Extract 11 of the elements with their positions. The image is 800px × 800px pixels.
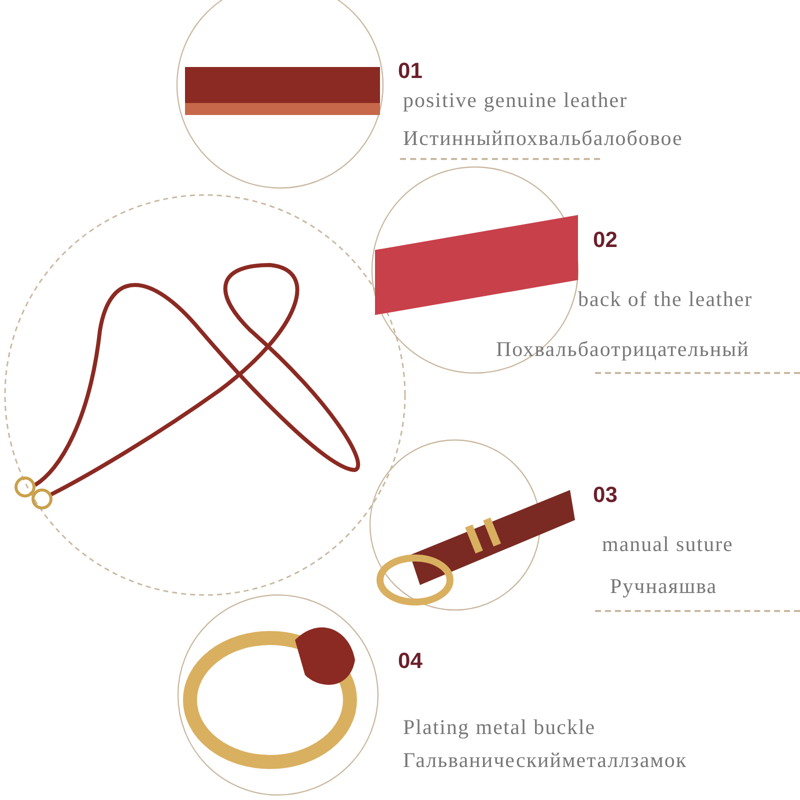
feature-caption: Ручнаяшва bbox=[610, 574, 718, 599]
feature-caption: manual suture bbox=[602, 532, 734, 557]
feature-caption: positive genuine leather bbox=[403, 88, 628, 113]
feature-caption: Гальваническийметаллзамок bbox=[403, 748, 688, 773]
feature-caption: Plating metal buckle bbox=[403, 715, 596, 740]
feature-caption: Истинныйпохвальбалобовое bbox=[403, 126, 683, 151]
callout-number: 02 bbox=[593, 227, 618, 253]
callout-number: 04 bbox=[398, 648, 422, 674]
callout-number: 03 bbox=[593, 482, 618, 508]
callout-number: 01 bbox=[398, 58, 422, 84]
feature-caption: back of the leather bbox=[578, 287, 753, 312]
